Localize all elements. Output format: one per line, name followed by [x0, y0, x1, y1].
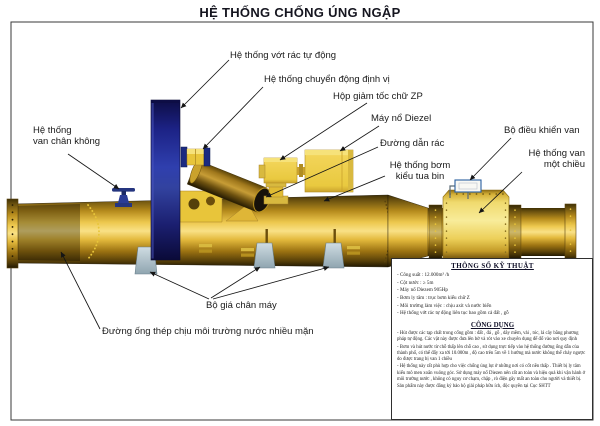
page-title: HỆ THỐNG CHỐNG ÚNG NGẬP: [199, 5, 401, 20]
label-diesel: Máy nổ Diezel: [371, 113, 432, 124]
spec-item: - Môi trường làm việc : chịu axít và nướ…: [397, 302, 492, 309]
arrow-base-mid: [210, 266, 261, 299]
arrow-diesel: [339, 125, 380, 152]
spec-item: - Hệ thống vớt rác tự động liên tục bao …: [397, 310, 509, 317]
spec-item: - Bơm ly tâm : trục bơm kiểu chữ Z: [397, 294, 470, 301]
spec-item: - Máy nổ Diezem 905Hp: [397, 287, 448, 294]
trash-duct-pipe: [186, 158, 271, 213]
spec-box: THÔNG SỐ KỸ THUẬT - Công suất : 12.000m³…: [391, 258, 593, 420]
usage-title: CÔNG DỤNG: [470, 320, 515, 329]
diesel-engine: [304, 149, 354, 193]
label-trash-duct: Đường dẫn rác: [380, 138, 445, 149]
pipe-reducer-cone: [387, 194, 429, 268]
arrow-gearbox: [279, 102, 368, 161]
usage-paragraph: - Hút được các tạp chất trong cống gồm :…: [397, 330, 579, 343]
support-pin: [333, 229, 336, 244]
positioning-device: [180, 146, 211, 168]
spec-item: - Cột nước : ≥ 5m: [397, 279, 434, 286]
trash-collector-tower: [150, 99, 181, 261]
label-positioning: Hệ thống chuyển động định vị: [264, 74, 390, 85]
support-pin: [265, 229, 268, 244]
valve-controller: [449, 179, 482, 199]
valve-left-flange: [428, 204, 443, 260]
arrow-valve-controller: [469, 137, 512, 181]
zp-gearbox: [258, 157, 305, 205]
usage-paragraph: - Hệ thống này rất phù hợp cho việc chốn…: [397, 364, 586, 383]
vacuum-valve: [112, 188, 135, 207]
label-turbine-pump: Hệ thống bơm kiểu tua bin: [389, 160, 451, 183]
leader-arrows: [60, 59, 523, 330]
arrow-turbine-pump: [323, 175, 386, 202]
spec-item: - Công suất : 12.000m³ /h: [397, 272, 450, 278]
spec-box-title: THÔNG SỐ KỸ THUẬT: [451, 262, 534, 270]
arrow-steel-pipe: [60, 251, 101, 330]
arrow-base-right: [212, 265, 330, 300]
arrow-trash-duct: [265, 146, 379, 198]
label-gearbox: Hộp giảm tốc chữ ZP: [333, 91, 423, 102]
bottom-flange-stubs: [199, 244, 360, 257]
bolt-arc: [87, 204, 100, 260]
pipe-right-end-flange: [564, 203, 577, 261]
usage-paragraph: Sản phẩm này được đăng ký bảo hộ giải ph…: [397, 384, 551, 390]
arrow-vacuum-valve: [67, 153, 120, 190]
arrow-positioning: [202, 86, 264, 150]
label-one-way-valve: Hệ thống van một chiều: [528, 148, 585, 171]
usage-paragraph: - Bơm và hút nước từ chỗ thấp lên chỗ ca…: [397, 344, 586, 363]
label-machine-base: Bộ giá chân máy: [206, 300, 277, 311]
valve-right-flange: [508, 204, 522, 260]
label-trash-collector: Hệ thống vớt rác tự động: [230, 50, 337, 61]
one-way-valve-block: [442, 189, 510, 259]
label-valve-controller: Bộ điều khiển van: [504, 125, 580, 136]
label-steel-pipe: Đường ống thép chịu môi trường nước nhiề…: [102, 326, 314, 337]
arrow-trash-collector: [180, 59, 230, 109]
arrow-base-left: [149, 271, 210, 300]
label-vacuum-valve: Hệ thống van chân không: [33, 125, 101, 148]
arrow-one-way-valve: [478, 171, 523, 214]
